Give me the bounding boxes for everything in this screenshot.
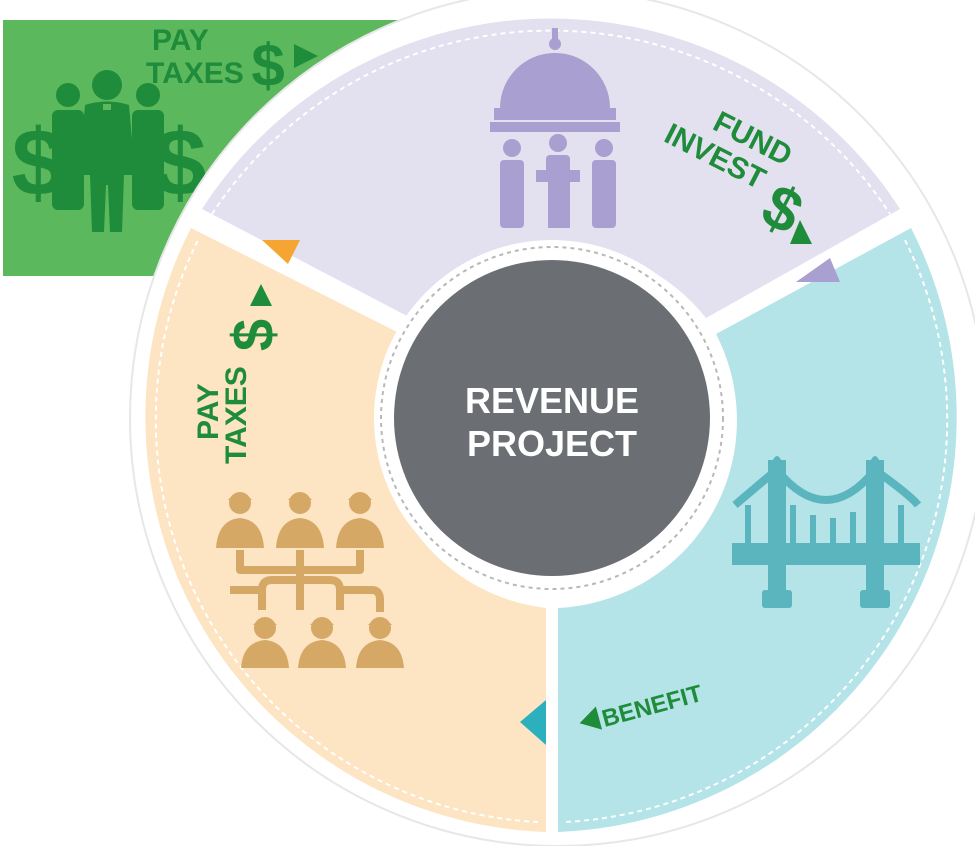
- government-building-icon: [490, 28, 620, 228]
- play-arrow-icon: [250, 284, 272, 306]
- investors-label-line1: PAY: [152, 24, 209, 57]
- person-icon: [136, 83, 160, 107]
- person-icon: [336, 492, 384, 548]
- flow-arrow-marker-orange: [262, 240, 300, 264]
- flow-arrow-marker-purple: [796, 258, 840, 282]
- investors-label-line2: TAXES: [146, 57, 244, 90]
- public-label-line2: TAXES: [220, 366, 253, 464]
- person-icon: [216, 492, 264, 548]
- investors-dollar-icon: $: [251, 32, 284, 99]
- investors-label: PAY TAXES $: [146, 24, 318, 99]
- investors-icon: $ $: [12, 70, 206, 232]
- center-hub: REVENUE PROJECT: [374, 240, 730, 596]
- center-title-line2: PROJECT: [467, 423, 637, 464]
- people-hierarchy-icon: [216, 492, 404, 668]
- center-title-line1: REVENUE: [465, 380, 639, 421]
- play-arrow-icon: [294, 44, 318, 68]
- flow-arrow-marker-teal: [520, 700, 546, 745]
- project-segment: [558, 228, 957, 832]
- play-arrow-left-icon: [579, 706, 603, 730]
- person-icon: [276, 492, 324, 548]
- person-icon: [356, 617, 404, 668]
- public-label-line1: PAY: [192, 383, 225, 440]
- person-icon: [241, 617, 289, 668]
- public-dollar-icon: $: [221, 319, 286, 351]
- bridge-icon: [732, 456, 922, 608]
- businessman-icon: [92, 70, 122, 100]
- person-icon: [56, 83, 80, 107]
- play-arrow-icon: [790, 220, 812, 244]
- center-circle: [394, 260, 710, 576]
- person-icon: [298, 617, 346, 668]
- public-label: PAY TAXES: [192, 366, 253, 464]
